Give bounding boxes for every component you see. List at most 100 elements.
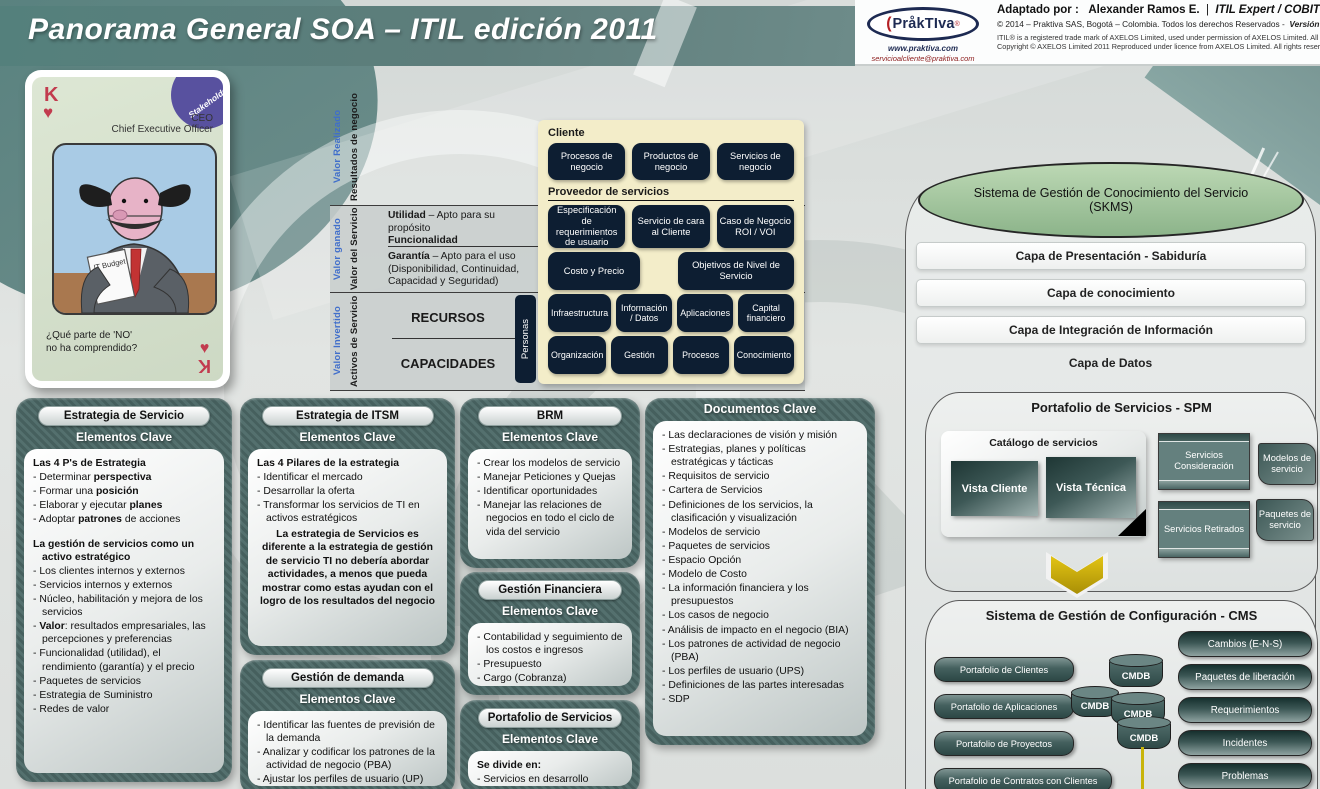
version-label: Versión 1.0 xyxy=(1289,19,1320,29)
panel-brm: BRM Elementos Clave - Crear los modelos … xyxy=(460,398,640,568)
recurso-box: Capital financiero xyxy=(738,294,794,332)
adapted-label: Adaptado por : xyxy=(997,4,1079,16)
cliente-label: Cliente xyxy=(548,127,585,139)
page-title: Panorama General SOA – ITIL edición 2011 xyxy=(28,13,658,46)
panel-line: - Los clientes internos y externos xyxy=(33,565,185,577)
panel-line: - Los casos de negocio xyxy=(662,610,769,622)
recurso-box: Información / Datos xyxy=(616,294,673,332)
warranty-box: Costo y Precio xyxy=(548,252,640,290)
service-catalog-box: Catálogo de servicios Vista Cliente Vist… xyxy=(941,431,1146,537)
card-rank: K xyxy=(44,84,59,106)
portfolio-pill: Portafolio de Proyectos xyxy=(934,731,1074,756)
vista-tecnica-box: Vista Técnica xyxy=(1046,457,1136,518)
logo-email: servicioalcliente@praktiva.com xyxy=(871,54,975,63)
adapted-name: Alexander Ramos E. xyxy=(1088,4,1200,16)
recurso-box: Aplicaciones xyxy=(677,294,734,332)
panel-body: - Las declaraciones de visión y misión- … xyxy=(653,421,867,736)
header-credits-box: (PråkTIva® www.praktiva.com servicioalcl… xyxy=(855,0,1320,66)
warranty-box: Objetivos de Nivel de Servicio xyxy=(678,252,794,290)
panel-line: - Identificar el mercado xyxy=(257,472,363,484)
logo-brand-text: PråkTIva xyxy=(892,16,955,32)
capacidad-box: Conocimiento xyxy=(733,336,794,374)
panel-body: - Crear los modelos de servicio- Manejar… xyxy=(468,449,632,559)
panel-line: - Ajustar los perfiles de usuario (UP) xyxy=(257,774,424,786)
cmdb-cylinder: CMDB xyxy=(1117,716,1171,749)
utilidad-text: Utilidad – Apto para su propósito Funcio… xyxy=(388,210,496,247)
service-value-matrix: Valor Realizado Resultados de negocio Va… xyxy=(330,88,805,391)
panel-estrategia-de-servicio: Estrategia de Servicio Elementos Clave L… xyxy=(16,398,232,782)
panel-line: - Estrategias, planes y políticas estrat… xyxy=(662,444,806,469)
praktiva-logo: (PråkTIva® xyxy=(867,7,979,41)
panel-line: - Determinar perspectiva xyxy=(33,472,152,484)
panel-portafolio-de-servicios: Portafolio de Servicios Elementos Clave … xyxy=(460,700,640,789)
personas-box: Personas xyxy=(515,295,536,383)
panel-body: Las 4 Pilares de la estrategia - Identifi… xyxy=(248,449,447,646)
panel-line: - Modelo de Costo xyxy=(662,569,747,581)
card-face: K ♥ Stakeholders CEO Chief Executive Off… xyxy=(32,77,223,381)
panel-line: - Requisitos de servicio xyxy=(662,471,770,483)
record-cylinder: Paquetes de liberación xyxy=(1178,664,1312,690)
panel-line: - Desarrollar la oferta xyxy=(257,486,355,498)
panel-line: Las 4 Pilares de la estrategia xyxy=(257,458,400,469)
portfolio-pill: Portafolio de Clientes xyxy=(934,657,1074,682)
panel-title-bar: Documentos Clave xyxy=(703,402,817,416)
panel-line: - Valor: resultados empresariales, las p… xyxy=(33,621,206,646)
panel-subtitle: Elementos Clave xyxy=(299,692,396,706)
record-cylinder: Requerimientos xyxy=(1178,697,1312,723)
card-role: CEO Chief Executive Officer xyxy=(111,113,213,135)
recursos-capacidades-divider xyxy=(392,338,522,339)
panel-line: - Elaborar y ejecutar planes xyxy=(33,500,163,512)
panel-subtitle: Elementos Clave xyxy=(501,732,599,746)
panel-line: - Transformar los servicios de TI en act… xyxy=(257,500,420,525)
utility-box: Caso de Negocio ROI / VOI xyxy=(716,205,794,248)
panel-gestion-financiera: Gestión Financiera Elementos Clave - Con… xyxy=(460,572,640,695)
ceo-cartoon: IT Budget xyxy=(52,143,217,315)
heart-suit-icon: ♥ xyxy=(43,103,54,122)
proveedor-label: Proveedor de servicios xyxy=(548,186,794,201)
panel-line xyxy=(33,528,215,537)
skms-data-layer-label: Capa de Datos xyxy=(1068,356,1153,370)
record-cylinder: Cambios (E-N-S) xyxy=(1178,631,1312,657)
panel-line: - Manejar Peticiones y Quejas xyxy=(477,472,616,484)
modelos-de-servicio-tag: Modelos de servicio xyxy=(1258,443,1316,485)
spm-title: Portafolio de Servicios - SPM xyxy=(1031,400,1212,415)
panel-estrategia-de-itsm: Estrategia de ITSM Elementos Clave Las 4… xyxy=(240,398,455,655)
skms-layer-bar: Capa de conocimiento xyxy=(916,279,1306,307)
utility-box: Servicio de cara al Cliente xyxy=(632,205,710,248)
title-band xyxy=(0,6,872,66)
panel-line: - Adoptar patrones de acciones xyxy=(33,514,181,526)
capacidad-box: Gestión xyxy=(611,336,668,374)
panel-title-pill: Gestión Financiera xyxy=(478,580,622,600)
paquetes-de-servicio-tag: Paquetes de servicio xyxy=(1256,499,1314,541)
separator: | xyxy=(1205,4,1209,16)
capacidades-label: CAPACIDADES xyxy=(400,356,496,371)
panel-line: - Núcleo, habilitación y mejora de los s… xyxy=(33,593,203,619)
record-cylinder: Problemas xyxy=(1178,763,1312,789)
cliente-box: Servicios de negocio xyxy=(716,143,794,180)
panel-line: - Contabilidad y seguimiento de los cost… xyxy=(477,632,623,657)
panel-line: - La información financiera y los presup… xyxy=(662,583,809,608)
servicios-consideracion-box: Servicios Consideración xyxy=(1158,433,1250,490)
utilidad-garantia-divider xyxy=(388,246,540,247)
panel-documentos-clave: Documentos Clave - Las declaraciones de … xyxy=(645,398,875,745)
gold-chevron-arrow-icon xyxy=(1046,552,1108,598)
cmdb-cylinder: CMDB xyxy=(1071,686,1119,717)
capacidad-box: Procesos xyxy=(672,336,729,374)
logo-mark-icon: ( xyxy=(886,15,892,32)
panel-line: - Análisis de impacto en el negocio (BIA… xyxy=(662,624,849,636)
warranty-boxes-row: Costo y Precio Objetivos de Nivel de Serv… xyxy=(548,252,794,290)
matrix-row-divider xyxy=(330,390,805,391)
panel-line: - Los perfiles de usuario (UPS) xyxy=(662,665,805,677)
record-cylinder: Incidentes xyxy=(1178,730,1312,756)
panel-line: - Formar una posición xyxy=(33,486,139,498)
legal-line-2: Copyright © AXELOS Limited 2011 Reproduc… xyxy=(997,42,1320,51)
skms-title-ellipse: Sistema de Gestión de Conocimiento del S… xyxy=(918,162,1304,238)
panel-line: - Servicios en desarrollo xyxy=(477,774,589,786)
panel-line: Las 4 P's de Estrategia xyxy=(33,458,146,469)
panel-title-pill: Estrategia de Servicio xyxy=(37,406,211,426)
